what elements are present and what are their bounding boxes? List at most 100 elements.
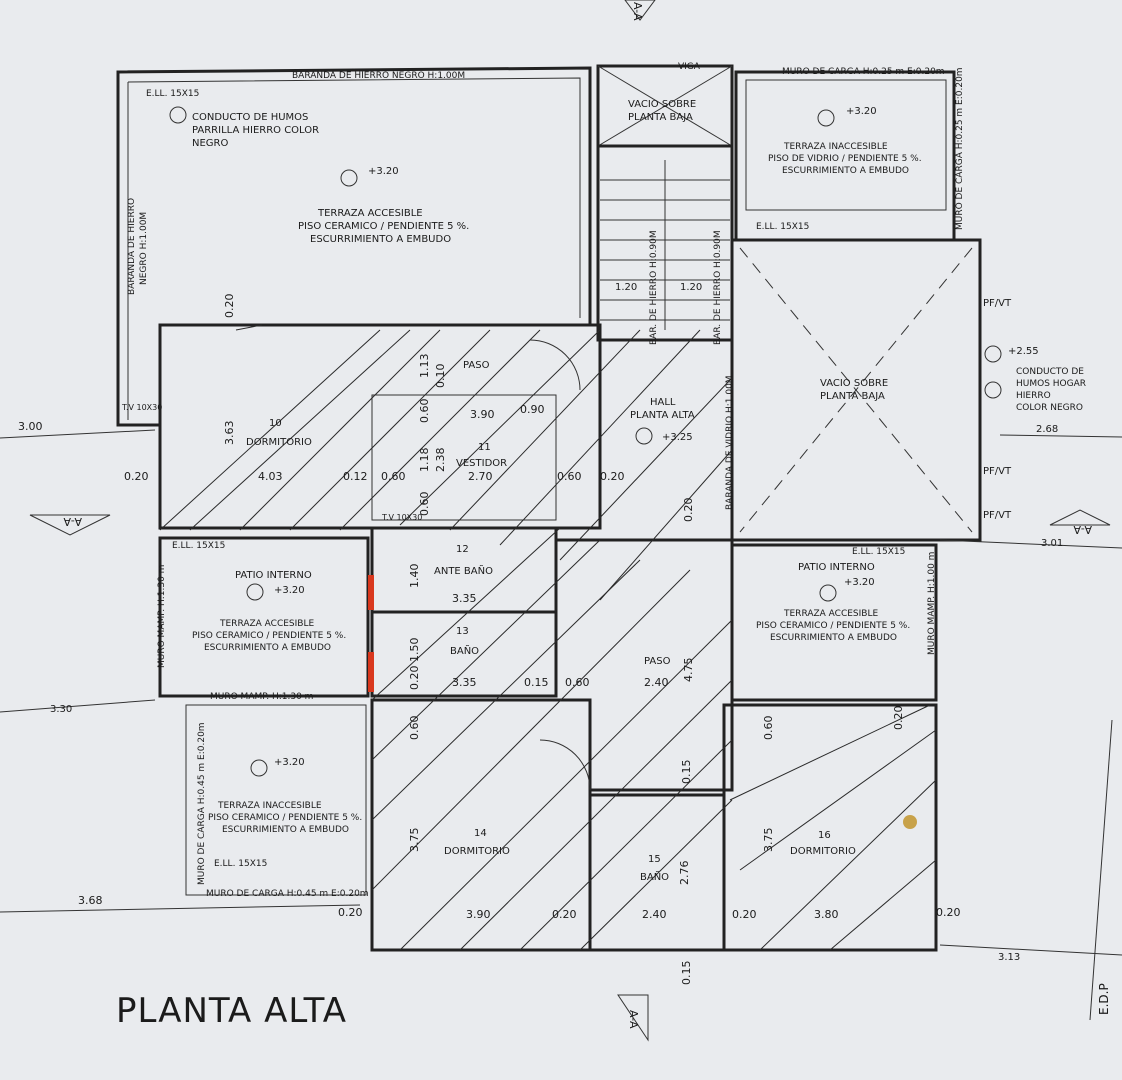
label-dorm16: DORMITORIO bbox=[790, 846, 856, 857]
label-dim-010: 0.10 bbox=[434, 364, 447, 389]
label-dim-238: 2.38 bbox=[434, 448, 447, 473]
label-dim-403: 4.03 bbox=[258, 470, 283, 483]
label-level-255: +2.55 bbox=[1008, 346, 1039, 357]
labels: BARANDA DE HIERRO NEGRO H:1.00M VIGA MUR… bbox=[18, 2, 1111, 1031]
label-bano15: BAÑO bbox=[640, 870, 669, 883]
paper-stain bbox=[903, 815, 917, 829]
label-dim-375-b: 3.75 bbox=[762, 828, 775, 853]
label-dim-060-a: 0.60 bbox=[381, 470, 406, 483]
label-dim-240-b: 2.40 bbox=[642, 908, 667, 921]
label-vacio-center-2: PLANTA BAJA bbox=[820, 391, 885, 402]
label-vacio-top-1: VACIO SOBRE bbox=[628, 99, 696, 110]
section-marker-top bbox=[624, 0, 656, 21]
label-dorm16-num: 16 bbox=[818, 830, 831, 841]
label-dim-015-b: 0.15 bbox=[680, 760, 693, 785]
label-tv-2: T.V 10X30 bbox=[381, 513, 422, 522]
label-conducto-hogar-1: CONDUCTO DE bbox=[1016, 367, 1084, 377]
hatch-line bbox=[599, 449, 733, 601]
hatch-line bbox=[239, 329, 441, 531]
label-dim-335-b: 3.35 bbox=[452, 676, 477, 689]
label-bar-hierro-1: BAR. DE HIERRO H:0.90M bbox=[649, 230, 659, 345]
label-dim-015-c: 0.15 bbox=[680, 961, 693, 986]
hatch-line bbox=[159, 329, 381, 531]
label-tv-1: T.V 10X30 bbox=[121, 403, 162, 412]
terrace-inner-line bbox=[127, 77, 581, 420]
ext-line-4 bbox=[939, 944, 1122, 956]
label-dim-363: 3.63 bbox=[223, 421, 236, 446]
bedroom-10-block bbox=[158, 323, 602, 530]
label-baranda-left-2: NEGRO H:1.00M bbox=[139, 212, 149, 285]
label-section-aa-top: A-A bbox=[631, 2, 644, 21]
label-dim-390-a: 3.90 bbox=[470, 408, 495, 421]
label-bar-hierro-2: BAR. DE HIERRO H:0.90M bbox=[713, 230, 723, 345]
hatch-line bbox=[371, 569, 691, 891]
label-dim-020-i: 0.20 bbox=[732, 908, 757, 921]
red-marker-1 bbox=[368, 575, 374, 610]
label-ell-3: E.LL. 15X15 bbox=[172, 541, 225, 551]
hatch-line bbox=[729, 704, 931, 801]
label-level-320-c: +3.20 bbox=[274, 585, 305, 596]
label-pfvt-3: PF/VT bbox=[983, 510, 1012, 521]
label-terraza-inacc-b3: ESCURRIMIENTO A EMBUDO bbox=[222, 825, 349, 835]
vestidor-box bbox=[371, 394, 557, 521]
label-bano13: BAÑO bbox=[450, 644, 479, 657]
label-dim-012: 0.12 bbox=[343, 470, 368, 483]
label-dim-335-a: 3.35 bbox=[452, 592, 477, 605]
label-dim-150: 1.50 bbox=[408, 638, 421, 663]
label-conducto-2: PARRILLA HIERRO COLOR bbox=[192, 125, 319, 136]
label-dim-390-b: 3.90 bbox=[466, 908, 491, 921]
hatch-line bbox=[759, 779, 937, 951]
label-terraza-acc-b3: ESCURRIMIENTO A EMBUDO bbox=[204, 643, 331, 653]
label-dim-020-b: 0.20 bbox=[600, 470, 625, 483]
label-dim-475: 4.75 bbox=[682, 658, 695, 683]
label-terraza-inacc-b2: PISO CERAMICO / PENDIENTE 5 %. bbox=[208, 813, 362, 823]
section-marker-bottom bbox=[617, 994, 649, 1042]
label-ante12: ANTE BAÑO bbox=[434, 564, 493, 577]
label-section-aa-right: A-A bbox=[1073, 523, 1092, 536]
label-section-aa-bottom: A-A bbox=[627, 1010, 640, 1029]
label-muro-carga-bl-h: MURO DE CARGA H:0.45 m E:0.20m bbox=[206, 889, 369, 899]
hatch-line bbox=[399, 329, 601, 526]
label-dorm10: DORMITORIO bbox=[246, 437, 312, 448]
red-marker-2 bbox=[368, 652, 374, 692]
hatch-line bbox=[519, 739, 733, 951]
label-hall-2: PLANTA ALTA bbox=[630, 410, 695, 421]
label-dim-015-a: 0.15 bbox=[524, 676, 549, 689]
label-vest11: VESTIDOR bbox=[456, 458, 507, 469]
label-dorm10-num: 10 bbox=[269, 418, 282, 429]
label-terraza-acc-c2: PISO CERAMICO / PENDIENTE 5 %. bbox=[756, 621, 910, 631]
label-level-320-e: +3.20 bbox=[274, 757, 305, 768]
label-dim-020-a: 0.20 bbox=[124, 470, 149, 483]
label-paso-mid: PASO bbox=[644, 656, 671, 667]
hatch-line bbox=[371, 539, 601, 761]
label-dim-060-f: 0.60 bbox=[408, 716, 421, 741]
stairs bbox=[600, 160, 730, 330]
label-patio-interno: PATIO INTERNO bbox=[235, 570, 312, 581]
label-dim-020-h: 0.20 bbox=[552, 908, 577, 921]
hatch-lines bbox=[159, 324, 937, 951]
label-conducto-hogar-2: HUMOS HOGAR bbox=[1016, 379, 1086, 389]
label-ell-4: E.LL. 15X15 bbox=[852, 547, 905, 557]
hatch-line bbox=[579, 799, 733, 951]
label-paso-top: PASO bbox=[463, 360, 490, 371]
label-dim-060-b: 0.60 bbox=[557, 470, 582, 483]
label-ell-5: E.LL. 15X15 bbox=[214, 859, 267, 869]
label-terraza-acc-b1: TERRAZA ACCESIBLE bbox=[219, 619, 314, 629]
level-markers bbox=[169, 106, 1002, 777]
label-vacio-top-2: PLANTA BAJA bbox=[628, 112, 693, 123]
ext-line-2 bbox=[0, 699, 156, 713]
label-terraza-inacc-3: ESCURRIMIENTO A EMBUDO bbox=[782, 166, 909, 176]
label-bano15-num: 15 bbox=[648, 854, 661, 865]
ext-line-5 bbox=[999, 434, 1122, 438]
label-level-325: +3.25 bbox=[662, 432, 693, 443]
hatch-line bbox=[559, 379, 731, 561]
hatch-line bbox=[459, 679, 733, 951]
vacio-center-x2 bbox=[739, 247, 973, 533]
hatch-line bbox=[189, 329, 411, 531]
label-terraza-acc-c1: TERRAZA ACCESIBLE bbox=[783, 609, 878, 619]
plan-title: PLANTA ALTA bbox=[116, 991, 347, 1031]
section-marker-left bbox=[29, 514, 111, 536]
hatch-line bbox=[371, 527, 561, 701]
label-pfvt-1: PF/VT bbox=[983, 298, 1012, 309]
